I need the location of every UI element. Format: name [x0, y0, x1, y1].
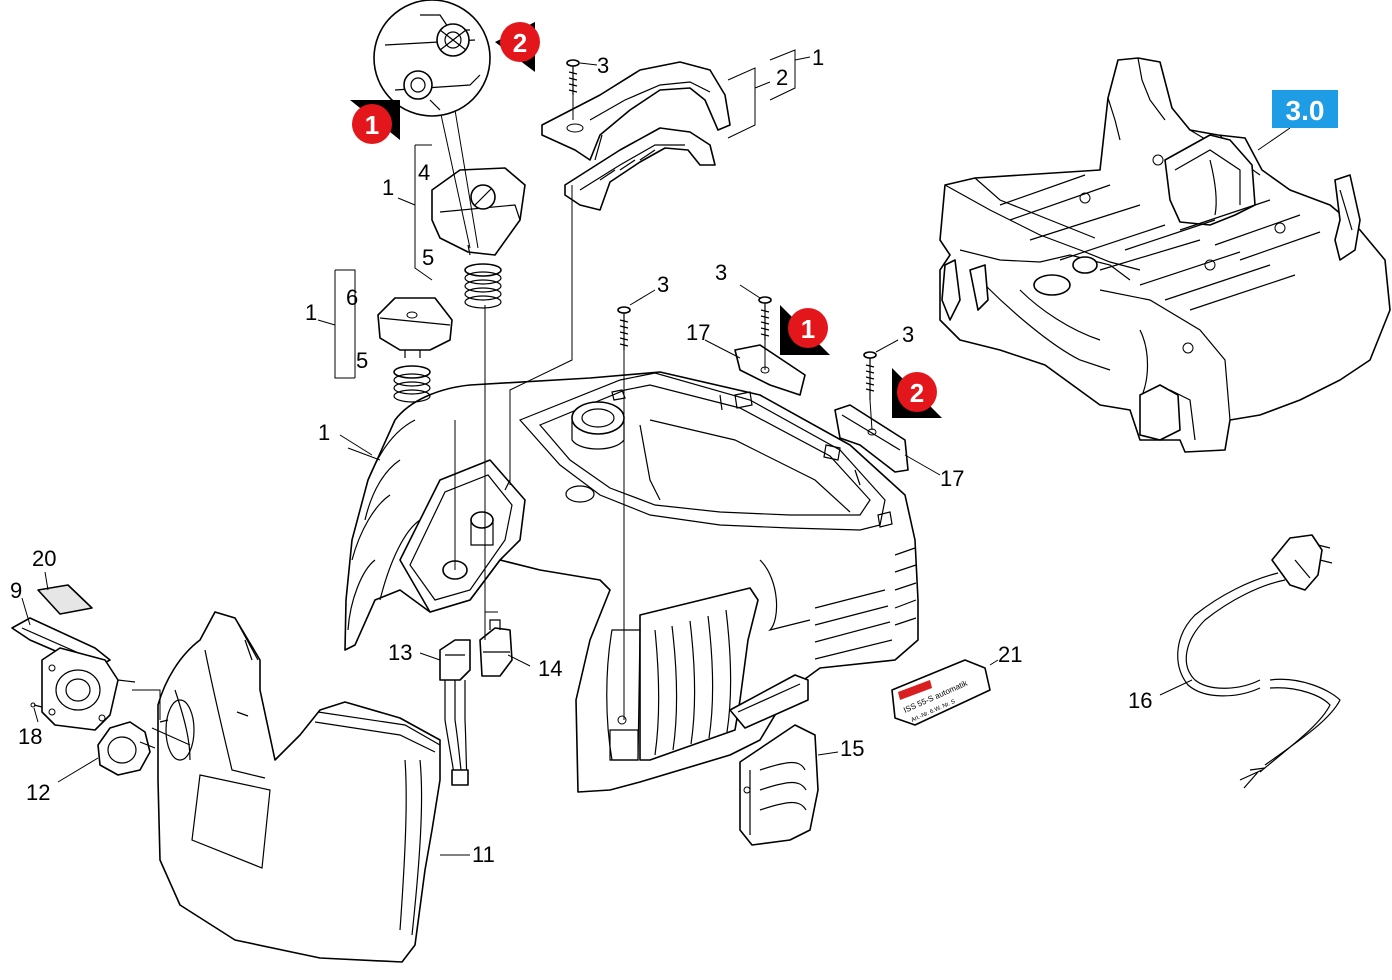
callout-6: 6: [346, 285, 358, 310]
callout-5: 5: [422, 245, 434, 270]
callout-9: 9: [10, 578, 22, 603]
leader-lines: [21, 49, 1291, 856]
screw-3-middle[interactable]: [617, 306, 631, 350]
base-tray-assembly[interactable]: [939, 57, 1391, 453]
callout-3: 3: [657, 272, 669, 297]
screw-3-top[interactable]: [566, 59, 580, 120]
carry-handle[interactable]: [541, 61, 731, 211]
callout-15: 15: [840, 736, 864, 761]
callout-13: 13: [388, 640, 412, 665]
callout-1: 1: [812, 45, 824, 70]
callout-labels: 3 2 1 4 1 5 6 1 5 1 3 3 17 3 17 20 9 18 …: [10, 45, 1152, 867]
callout-20: 20: [32, 546, 56, 571]
marker-1-zoom: 1: [350, 100, 400, 144]
callout-5: 5: [356, 348, 368, 373]
callout-1: 1: [382, 175, 394, 200]
bracket-17-right[interactable]: [834, 404, 909, 473]
callout-12: 12: [26, 780, 50, 805]
socket-insert-12[interactable]: [97, 721, 156, 776]
marker-2-housing: 2: [892, 368, 942, 418]
callout-18: 18: [18, 724, 42, 749]
callout-21: 21: [998, 642, 1022, 667]
spring-5-lower[interactable]: [393, 365, 431, 403]
svg-text:2: 2: [910, 378, 924, 408]
callout-1: 1: [305, 300, 317, 325]
callout-17: 17: [686, 320, 710, 345]
socket-housing-9[interactable]: [41, 647, 136, 731]
marker-2-zoom: 2: [495, 22, 540, 72]
callout-14: 14: [538, 656, 562, 681]
callout-4: 4: [418, 160, 430, 185]
screw-3-right-a[interactable]: [758, 296, 772, 340]
cable-connector-13[interactable]: [439, 639, 471, 786]
assembly-reference-badge[interactable]: 3.0: [1272, 90, 1338, 128]
cap-6[interactable]: [377, 297, 453, 358]
callout-2: 2: [776, 65, 788, 90]
spring-5-upper[interactable]: [464, 263, 502, 309]
callout-3: 3: [715, 260, 727, 285]
label-20[interactable]: [37, 584, 93, 615]
screw-18[interactable]: [30, 702, 43, 708]
svg-text:1: 1: [365, 110, 379, 140]
callout-1: 1: [318, 420, 330, 445]
marker-1-housing: 1: [780, 305, 830, 355]
cover-panel-15[interactable]: [739, 724, 819, 846]
front-panel-11[interactable]: [157, 611, 441, 963]
connector-14[interactable]: [479, 619, 513, 677]
callout-17: 17: [940, 466, 964, 491]
callout-11: 11: [472, 842, 495, 867]
detail-zoom-view: [373, 0, 491, 249]
power-cable-16[interactable]: [1177, 534, 1341, 789]
svg-text:2: 2: [513, 28, 527, 58]
callout-3: 3: [597, 53, 609, 78]
callout-3: 3: [902, 322, 914, 347]
callout-16: 16: [1128, 688, 1152, 713]
screw-3-right-b[interactable]: [863, 351, 877, 400]
svg-text:1: 1: [801, 314, 815, 344]
type-plate-21[interactable]: ISS 55-S automatik Art.-Nr. 6.W. Nr. S: [891, 659, 991, 726]
main-housing-cover[interactable]: [344, 371, 919, 793]
cap-4[interactable]: [431, 167, 526, 256]
svg-text:3.0: 3.0: [1286, 95, 1325, 126]
